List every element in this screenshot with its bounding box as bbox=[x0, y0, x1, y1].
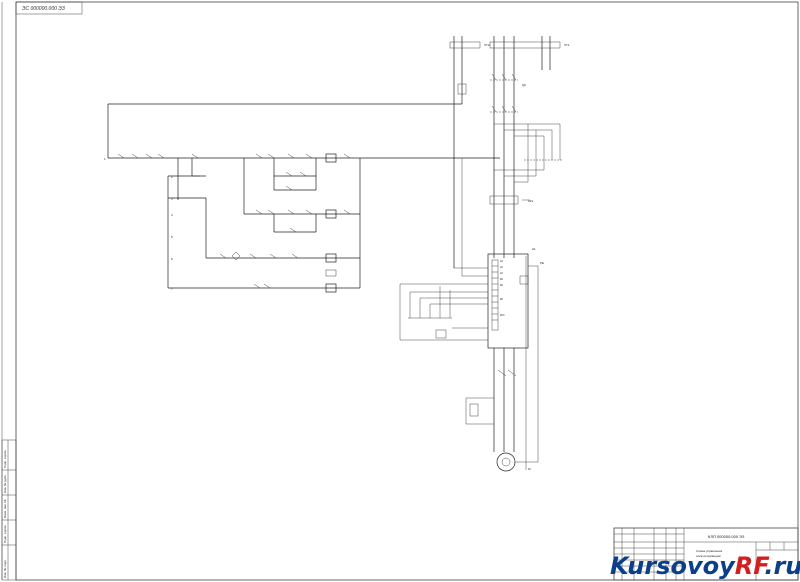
title-block-title-2: электроприводом bbox=[696, 554, 721, 558]
frequency-converter bbox=[487, 253, 529, 349]
title-block: КЛП 000000.000 ЭЗ Схема управления элект… bbox=[613, 527, 799, 581]
left-binding-strip: Подп. и дата Инв. № дубл. Взам. инв. № П… bbox=[1, 439, 17, 581]
watermark-part-2: RF bbox=[735, 552, 770, 580]
sheet-frame bbox=[15, 1, 799, 581]
svg-text:1: 1 bbox=[104, 157, 106, 161]
svg-text:5: 5 bbox=[171, 235, 173, 239]
control-circuit: 1 2 3 4 5 6 7 bbox=[104, 103, 500, 293]
svg-text:3: 3 bbox=[171, 197, 173, 201]
svg-text:4: 4 bbox=[171, 213, 173, 217]
svg-text:AI: AI bbox=[500, 259, 503, 263]
svg-text:РЕ: РЕ bbox=[540, 261, 544, 265]
svg-text:6: 6 bbox=[171, 257, 173, 261]
strip-cell-1: Подп. и дата bbox=[3, 450, 7, 468]
svg-text:XT1: XT1 bbox=[564, 43, 570, 47]
svg-text:КК1: КК1 bbox=[528, 199, 533, 203]
svg-text:DI: DI bbox=[500, 277, 503, 281]
terminal-strip-xt2 bbox=[449, 41, 481, 49]
svg-text:KursovoyRF.ru: KursovoyRF.ru bbox=[610, 552, 800, 580]
watermark-part-1: Kursovoy bbox=[610, 552, 736, 580]
motor-m1 bbox=[496, 452, 516, 472]
thermal-relay-kk1 bbox=[489, 195, 519, 205]
svg-text:DI: DI bbox=[500, 283, 503, 287]
watermark-part-3: .ru bbox=[764, 552, 800, 580]
corner-stamp: ЭС 000000.000 ЭЗ bbox=[15, 1, 83, 15]
title-block-title-1: Схема управления bbox=[696, 549, 723, 553]
title-block-designation: КЛП 000000.000 ЭЗ bbox=[708, 534, 745, 539]
svg-text:2: 2 bbox=[171, 175, 173, 179]
strip-cell-5: Инв. № подл. bbox=[3, 559, 7, 578]
strip-cell-2: Инв. № дубл. bbox=[3, 474, 7, 493]
strip-cell-4: Подп. и дата bbox=[3, 525, 7, 543]
terminal-strip-xt1 bbox=[489, 41, 561, 49]
svg-text:AI: AI bbox=[500, 265, 503, 269]
power-circuit: XT2 XT1 QF КК1 А1 РЕ М AI AI AI DI DI DI… bbox=[399, 36, 570, 472]
site-watermark: KursovoyRF.ru bbox=[610, 552, 800, 580]
corner-stamp-text: ЭС 000000.000 ЭЗ bbox=[22, 6, 65, 12]
svg-text:QF: QF bbox=[522, 83, 526, 87]
svg-text:DO: DO bbox=[500, 313, 505, 317]
svg-text:М: М bbox=[528, 467, 531, 471]
svg-text:AI: AI bbox=[500, 271, 503, 275]
svg-text:7: 7 bbox=[171, 287, 173, 291]
svg-text:DI: DI bbox=[500, 297, 503, 301]
strip-cell-3: Взам. инв. № bbox=[3, 499, 7, 518]
svg-text:А1: А1 bbox=[532, 247, 536, 251]
svg-text:XT2: XT2 bbox=[484, 43, 490, 47]
